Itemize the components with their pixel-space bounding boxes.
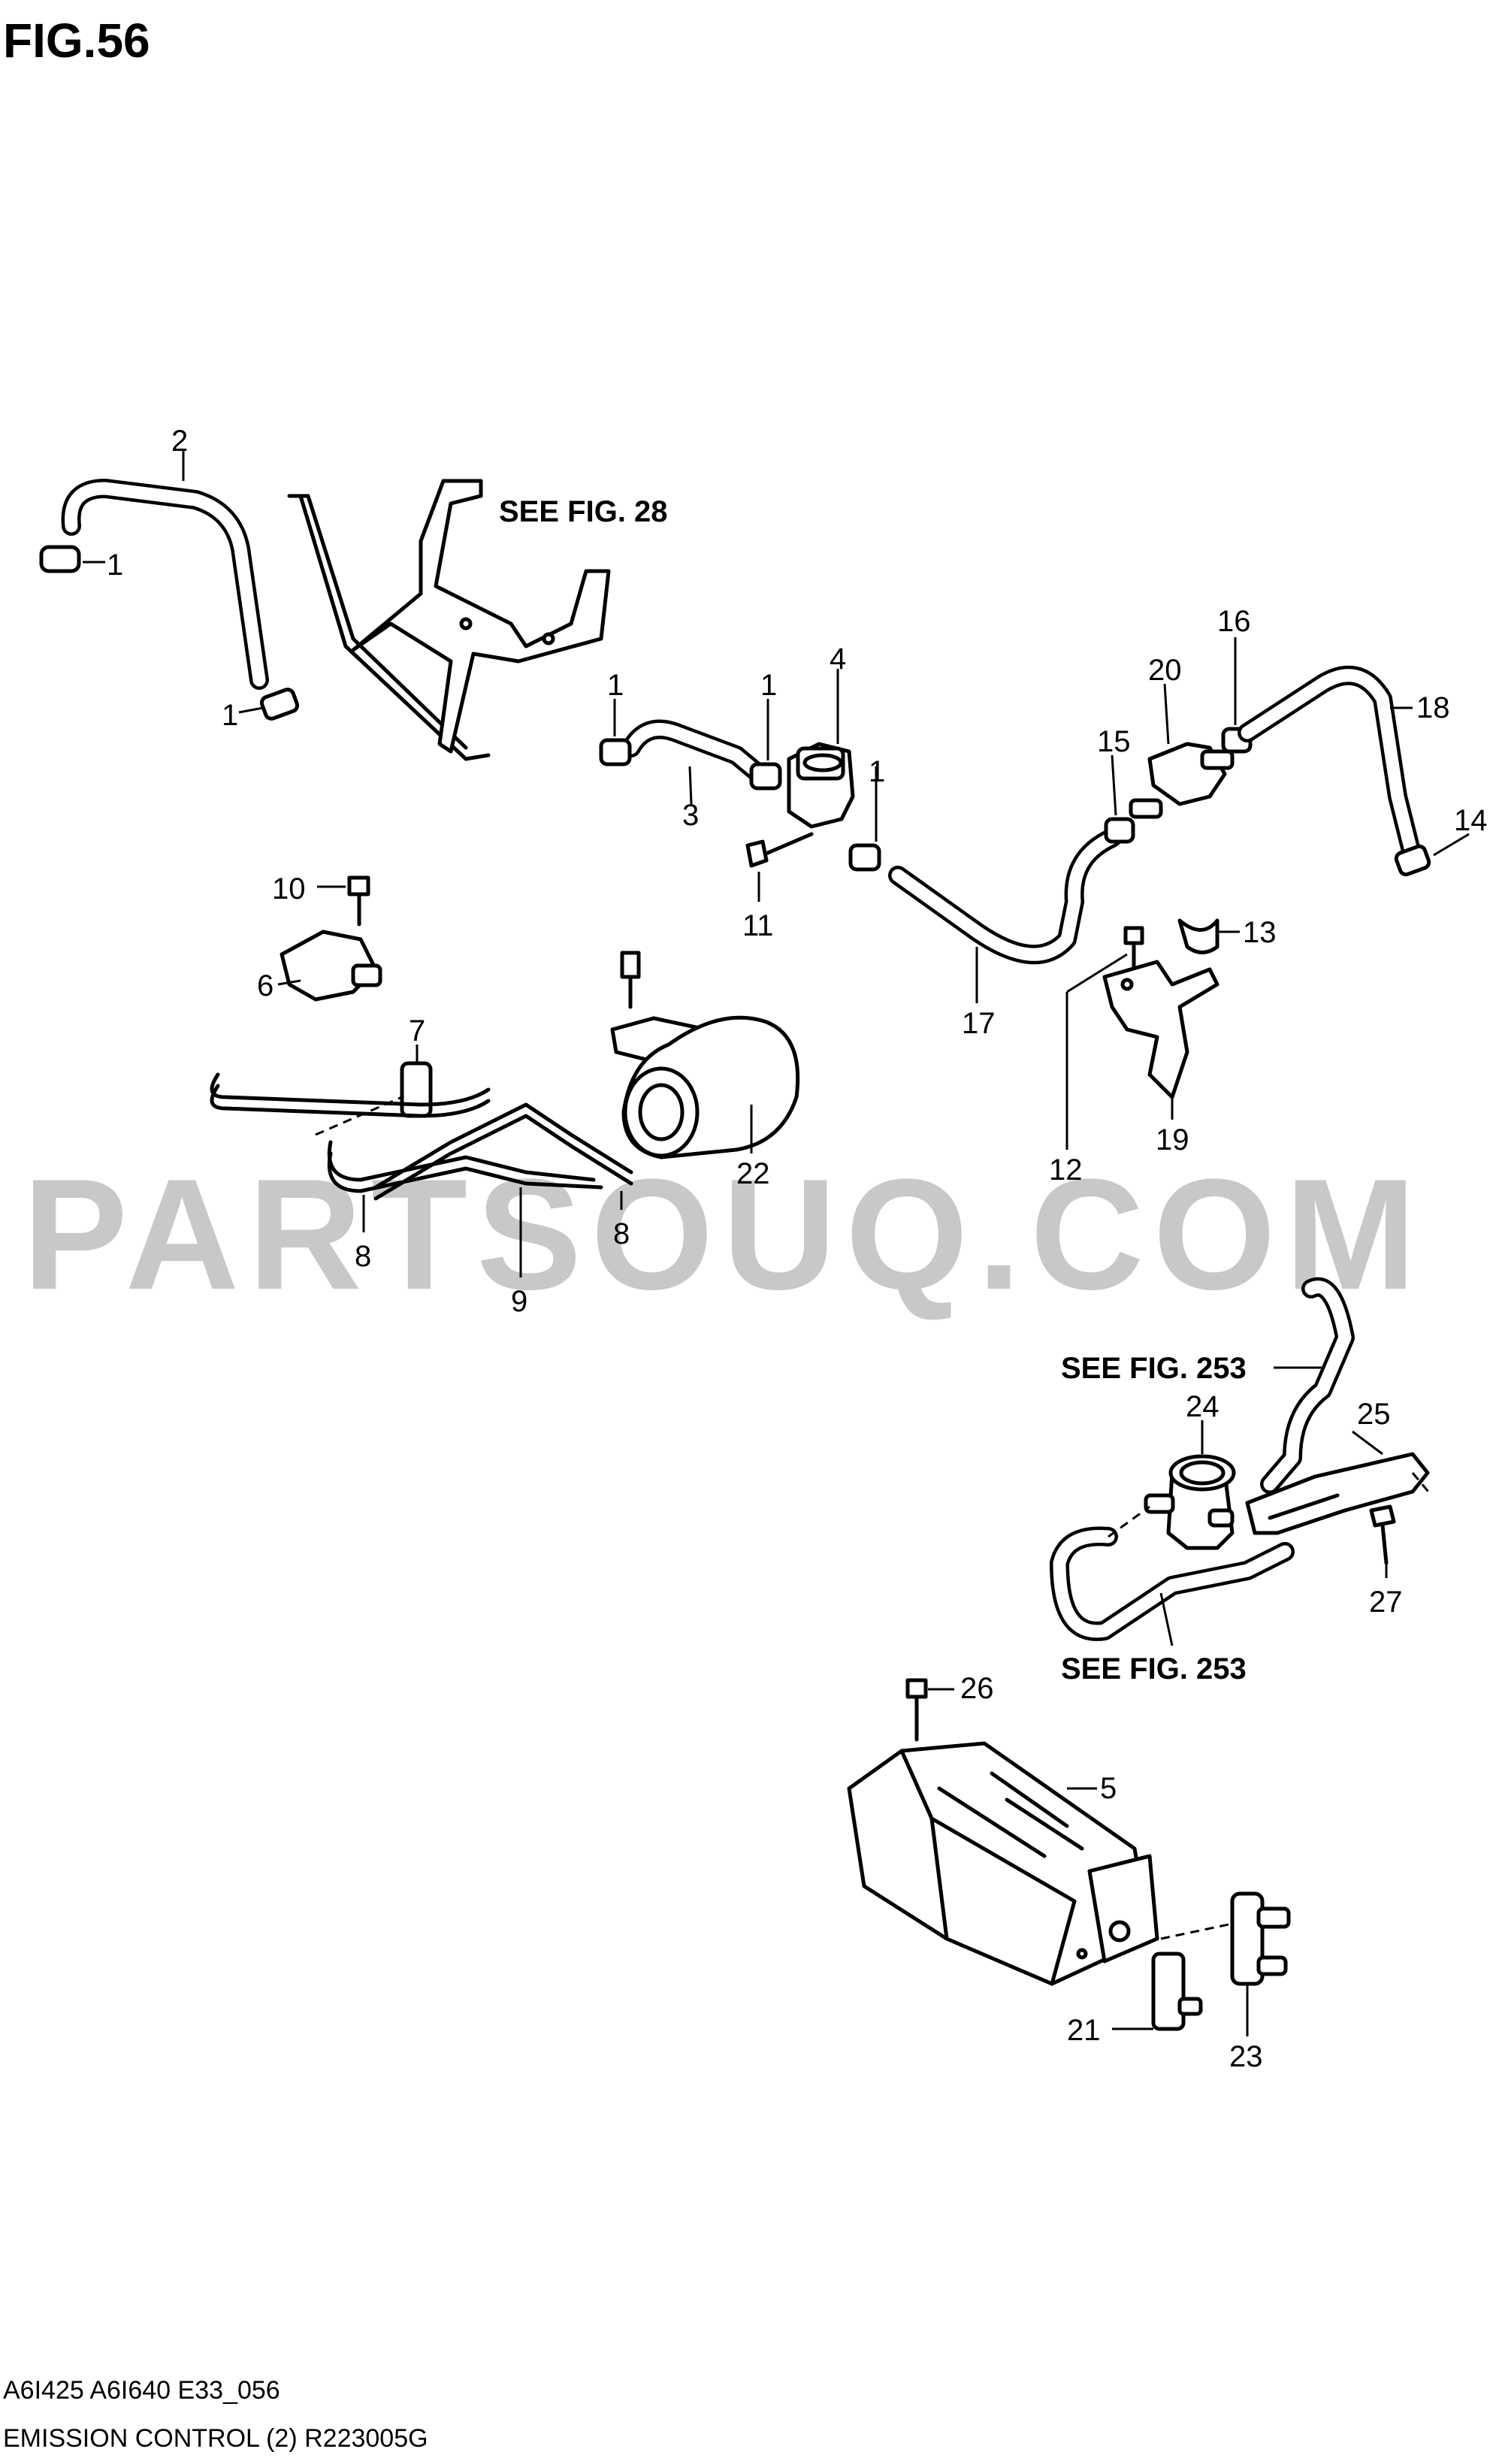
- callout-16: 16: [1217, 605, 1251, 638]
- callout-1-c: 1: [607, 669, 624, 702]
- fitting-part-21: [1151, 1952, 1203, 2031]
- hose-to-fig-253-top: [1260, 1277, 1355, 1494]
- clip-part-7: [400, 1061, 433, 1118]
- callout-8-b: 8: [613, 1217, 630, 1250]
- callout-4: 4: [830, 642, 846, 676]
- bracket-part-19: [1102, 960, 1219, 1099]
- callout-15: 15: [1097, 725, 1131, 758]
- valve-part-4: [787, 742, 855, 829]
- figure-title: FIG.56: [3, 14, 150, 68]
- callout-24: 24: [1186, 1390, 1219, 1423]
- callout-3: 3: [682, 799, 699, 832]
- callout-10: 10: [272, 872, 306, 905]
- canister-part-22: [610, 951, 800, 1159]
- valve-part-20: [1129, 742, 1235, 819]
- hose-part-2: [61, 479, 269, 690]
- callout-17: 17: [962, 1007, 996, 1040]
- callout-11: 11: [742, 909, 774, 942]
- callout-12: 12: [1049, 1153, 1083, 1187]
- bolt-part-11: [745, 832, 814, 868]
- callout-26: 26: [960, 1672, 994, 1705]
- callout-21: 21: [1067, 2014, 1101, 2047]
- callout-23: 23: [1229, 2040, 1263, 2073]
- footer-code: A6I425 A6I640 E33_056: [3, 2376, 280, 2405]
- clamp-part-14: [1394, 844, 1431, 877]
- callout-18: 18: [1416, 691, 1450, 724]
- callout-1-e: 1: [869, 755, 885, 788]
- ref-see-fig-28: SEE FIG. 28: [499, 495, 668, 528]
- bracket-see-fig-28: [287, 479, 611, 761]
- callout-9: 9: [511, 1285, 527, 1318]
- ref-see-fig-253-top: SEE FIG. 253: [1061, 1352, 1247, 1385]
- callout-6: 6: [257, 969, 274, 1002]
- callout-19: 19: [1156, 1123, 1189, 1156]
- valve-part-6: [280, 930, 382, 1002]
- hose-part-17: [888, 828, 1122, 965]
- callout-8-a: 8: [355, 1240, 371, 1273]
- callout-2: 2: [171, 425, 188, 458]
- hose-part-8-9: [210, 1072, 633, 1201]
- clamp-part-1-b: [238, 688, 300, 721]
- ref-see-fig-253-bottom: SEE FIG. 253: [1061, 1652, 1247, 1685]
- fitting-part-23: [1230, 1891, 1291, 1986]
- bolt-part-26: [905, 1678, 928, 1742]
- hose-part-3: [621, 719, 769, 784]
- callout-5: 5: [1100, 1772, 1117, 1805]
- callout-7: 7: [409, 1014, 425, 1048]
- bolt-part-12: [1123, 926, 1144, 972]
- footer-description: EMISSION CONTROL (2) R223005G: [3, 2424, 428, 2453]
- clip-part-13: [1177, 918, 1219, 954]
- callout-13: 13: [1243, 916, 1277, 949]
- hose-part-18: [1238, 665, 1422, 866]
- hose-to-fig-253-bottom: [1050, 1526, 1295, 1641]
- callout-25: 25: [1357, 1398, 1391, 1431]
- callout-1-d: 1: [760, 669, 777, 702]
- clamp-part-1-c: [599, 738, 632, 766]
- bracket-part-25: [1245, 1452, 1430, 1535]
- clamp-part-1-e: [848, 843, 881, 872]
- callout-27: 27: [1369, 1586, 1403, 1619]
- callout-22: 22: [736, 1157, 770, 1190]
- canister-part-5: [847, 1741, 1159, 1986]
- clamp-part-15: [1104, 817, 1135, 844]
- callout-1-b: 1: [222, 699, 238, 732]
- bolt-part-10: [347, 875, 370, 927]
- fitting-part-24: [1144, 1454, 1236, 1550]
- callout-20: 20: [1148, 654, 1182, 687]
- callout-1-a: 1: [107, 549, 123, 582]
- screw-part-27: [1369, 1504, 1396, 1565]
- watermark: PARTSOUQ.COM: [23, 1146, 1425, 1323]
- clamp-part-1-a: [39, 545, 105, 573]
- clamp-part-1-d: [749, 762, 782, 791]
- callout-14: 14: [1454, 804, 1488, 837]
